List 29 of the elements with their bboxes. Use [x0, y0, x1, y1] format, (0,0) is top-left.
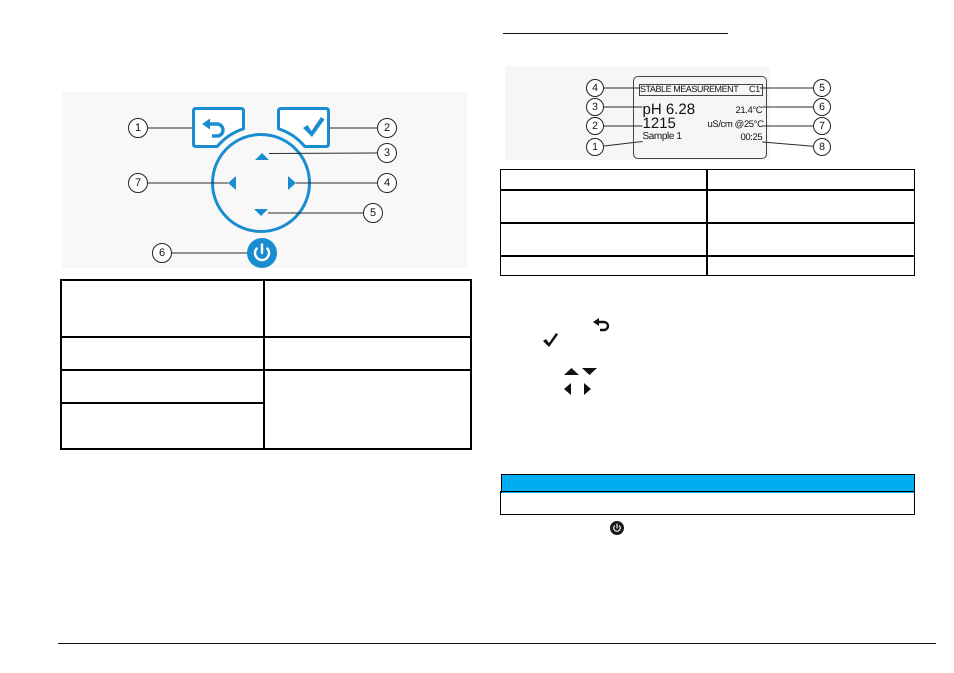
leader-line: [604, 106, 643, 108]
leader-line: [268, 212, 364, 214]
callout-number: 5: [813, 79, 831, 97]
sample-name: Sample 1: [642, 132, 682, 142]
unit-label: uS/cm @25°C: [708, 120, 764, 129]
channel-label: C1: [749, 84, 760, 94]
callout-number: 8: [813, 138, 831, 156]
callout-number: 6: [813, 98, 831, 116]
leader-line: [268, 152, 378, 154]
leader-line: [762, 106, 814, 108]
up-arrow-icon: [255, 153, 269, 160]
callout-number: 7: [813, 117, 831, 135]
leader-line: [148, 182, 228, 184]
right-arrow-icon: [288, 176, 296, 190]
timer-reading: 00:25: [740, 133, 762, 142]
status-bar: [638, 84, 762, 96]
status-text: STABLE MEASUREMENT: [640, 84, 738, 94]
leader-line: [603, 141, 643, 146]
ph-reading: pH 6.28: [642, 102, 696, 116]
leader-line: [762, 142, 814, 147]
leader-line: [296, 182, 378, 184]
navigation-ring: [211, 133, 311, 233]
leader-line: [172, 252, 248, 254]
down-arrow-icon: [254, 209, 268, 216]
conductivity-reading: 1215: [642, 116, 676, 130]
temperature-reading: 21.4°C: [736, 106, 762, 115]
display-screen: [633, 76, 767, 159]
power-icon: [247, 238, 277, 268]
left-arrow-icon: [228, 176, 236, 190]
